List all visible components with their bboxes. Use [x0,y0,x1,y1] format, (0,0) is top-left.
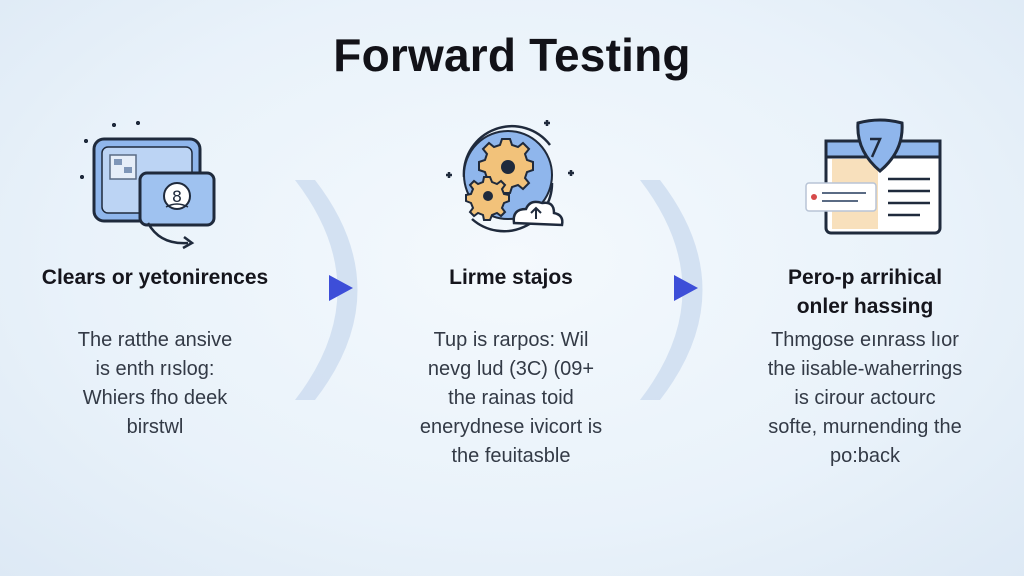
step-2: Lirme stajos Tup is rarpos: Wil nevg lud… [361,0,661,576]
step-2-heading: Lirme stajos [449,266,573,289]
devices-icon: 8 [80,121,216,250]
gears-cloud-icon [446,120,574,233]
step-3: Pero-p arrihical onler hassing Thmgose e… [715,0,1015,576]
step-1: 8 Clears or yetonirences The ratthe ansi… [5,0,305,576]
step-3-body: Thmgose eınrass lıor the iisable-waherri… [767,329,963,467]
step-1-body: The ratthe ansive is enth rıslog: Whiers… [77,329,233,438]
chevron-right-icon [329,275,353,301]
chevron-right-icon [674,275,698,301]
page-title: Forward Testing [333,29,691,81]
shield-document-icon [805,118,942,235]
step-1-heading: Clears or yetonirences [41,266,269,289]
step-2-body: Tup is rarpos: Wil nevg lud (3C) (09+ th… [419,329,603,467]
svg-text:8: 8 [172,187,182,206]
step-3-heading: Pero-p arrihical onler hassing [787,266,943,318]
connector-arrow-1 [295,180,358,400]
connector-arrow-2 [640,180,703,400]
